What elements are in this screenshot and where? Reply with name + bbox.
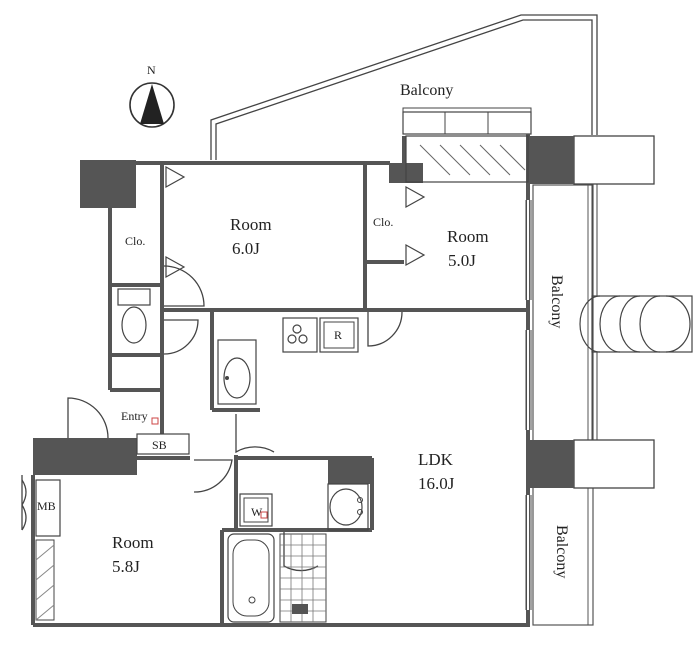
bathtub-fixture bbox=[227, 533, 275, 623]
hatched-strip bbox=[35, 539, 55, 621]
column-right-upper bbox=[530, 136, 574, 184]
meter-box bbox=[21, 479, 61, 537]
shoe-box-label: SB bbox=[152, 438, 167, 452]
balcony-label-right-upper: Balcony bbox=[548, 275, 565, 328]
refrigerator-label: R bbox=[334, 328, 342, 342]
room-b-size: 5.0J bbox=[448, 251, 476, 270]
washbasin-fixture bbox=[327, 483, 369, 531]
washer-label: W bbox=[251, 505, 263, 519]
compass-icon bbox=[129, 82, 175, 128]
column-left bbox=[33, 438, 137, 475]
balcony-slide-door bbox=[405, 135, 529, 183]
room-c-name: Room bbox=[112, 533, 154, 552]
top-balcony bbox=[210, 14, 598, 160]
meter-box-label: MB bbox=[37, 499, 56, 513]
room-a-name: Room bbox=[230, 215, 272, 234]
balcony-label-right-lower: Balcony bbox=[553, 525, 570, 578]
shoe-box bbox=[136, 433, 190, 455]
ldk-size: 16.0J bbox=[418, 474, 455, 493]
door-swings bbox=[21, 265, 403, 572]
closet-right-label: Clo. bbox=[373, 215, 393, 229]
toilet-fixture bbox=[117, 288, 151, 344]
entry-label: Entry bbox=[121, 409, 148, 423]
shower-tile bbox=[279, 533, 327, 623]
kitchen-fixtures bbox=[217, 317, 359, 405]
closet-left-label: Clo. bbox=[125, 234, 145, 248]
column-bath bbox=[328, 456, 372, 484]
column-right-lower bbox=[530, 440, 574, 488]
right-balcony bbox=[532, 135, 693, 626]
balcony-label-top: Balcony bbox=[400, 82, 453, 99]
entry-marker bbox=[151, 417, 159, 425]
compass-label: N bbox=[147, 63, 156, 77]
windows bbox=[525, 200, 532, 610]
column-top-left bbox=[80, 160, 136, 208]
room-b-name: Room bbox=[447, 227, 489, 246]
washer-fixture bbox=[239, 493, 273, 527]
room-c-size: 5.8J bbox=[112, 557, 140, 576]
room-a-size: 6.0J bbox=[232, 239, 260, 258]
ldk-name: LDK bbox=[418, 450, 454, 469]
